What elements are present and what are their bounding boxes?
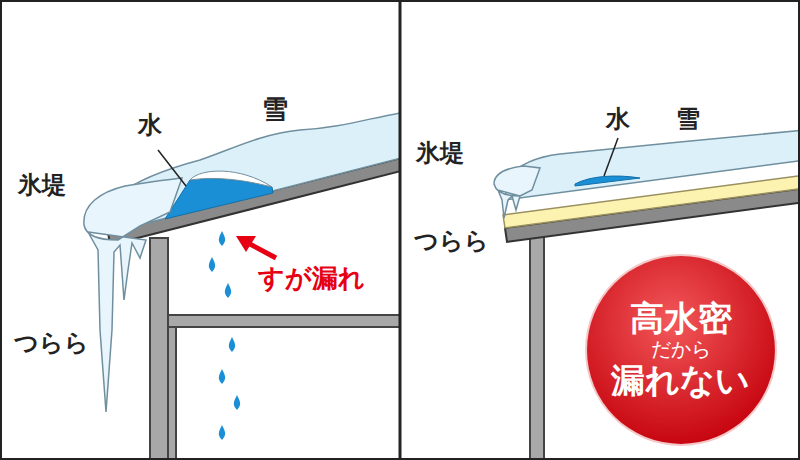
water-drop bbox=[229, 337, 235, 352]
right-house bbox=[494, 130, 800, 460]
wall-post bbox=[530, 236, 544, 460]
water-drop bbox=[219, 231, 225, 246]
label-text: つらら bbox=[414, 228, 489, 254]
water-drop bbox=[219, 425, 225, 440]
water-drops bbox=[209, 231, 240, 440]
badge-text: 漏れない bbox=[611, 361, 750, 400]
ice-dam bbox=[84, 178, 182, 412]
snow-gap bbox=[190, 171, 272, 187]
inner-post bbox=[168, 327, 176, 460]
label-text: つらら bbox=[14, 330, 89, 356]
label-text: 雪 bbox=[262, 95, 288, 124]
water-drop bbox=[234, 395, 240, 410]
snow bbox=[505, 130, 800, 200]
water bbox=[575, 176, 640, 186]
wall-post bbox=[150, 238, 168, 460]
water-drop bbox=[225, 283, 231, 298]
beam bbox=[168, 315, 400, 327]
leader-line bbox=[604, 138, 618, 176]
label-text: 氷堤 bbox=[416, 140, 464, 166]
seal-badge: 高水密だから漏れない bbox=[583, 252, 779, 448]
water-drop bbox=[209, 257, 215, 272]
leader-line bbox=[158, 150, 186, 186]
leak-arrow-head bbox=[236, 236, 256, 252]
badge-text: 高水密 bbox=[630, 299, 732, 338]
label-text: 水 bbox=[138, 112, 162, 138]
leak-arrow bbox=[248, 243, 276, 258]
water bbox=[165, 178, 273, 219]
label-text: すが漏れ bbox=[258, 264, 365, 293]
label-text: 雪 bbox=[676, 106, 700, 132]
badge-text: だから bbox=[651, 338, 711, 361]
ice-dam bbox=[494, 166, 540, 218]
badge-circle bbox=[587, 256, 775, 444]
label-text: 氷堤 bbox=[18, 172, 66, 198]
badge-ring bbox=[585, 254, 777, 446]
divider bbox=[399, 0, 402, 460]
water-drop bbox=[219, 369, 225, 384]
label-text: 水 bbox=[606, 106, 630, 132]
left-house bbox=[84, 112, 400, 460]
